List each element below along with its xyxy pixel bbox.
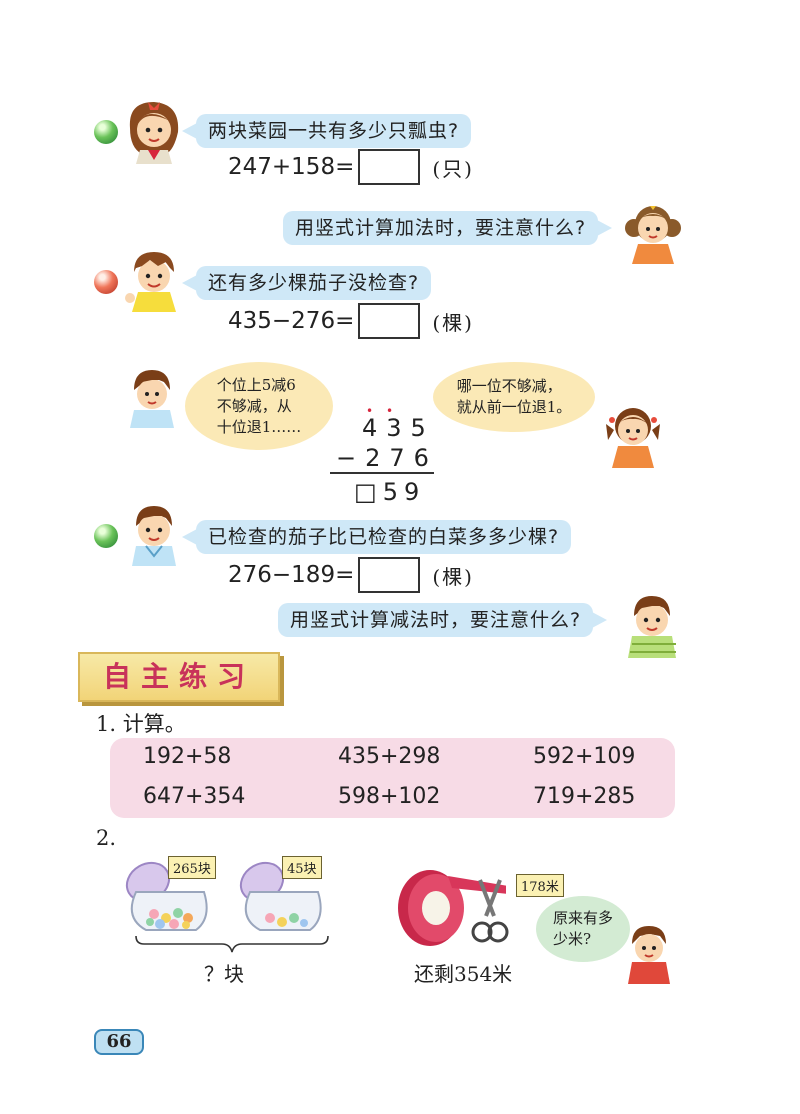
vertical-answer-box[interactable]: □ <box>354 478 383 506</box>
section-title-practice: 自主练习 <box>78 652 280 702</box>
vertical-row-3-wrap: □59 <box>354 478 425 506</box>
jar-2-tag: 45块 <box>282 856 322 879</box>
green-ball-icon <box>94 120 118 144</box>
tip-bubble-2: 用竖式计算减法时，要注意什么? <box>278 603 608 637</box>
hint-bubble-left: 个位上5减6 不够减，从 十位退1…… <box>185 362 333 450</box>
equation-1: 247+158= (只) <box>228 149 474 185</box>
tip-bubble-1: 用竖式计算加法时，要注意什么? <box>283 211 613 245</box>
scissors-icon <box>471 879 509 943</box>
jar-1-tag: 265块 <box>168 856 216 879</box>
candy-jar-icon <box>125 861 208 931</box>
vertical-row-1: 435 <box>362 414 435 442</box>
remaining-label: 还剩354米 <box>414 962 513 986</box>
exercise-item: 598+102 <box>338 784 441 809</box>
page-number: 66 <box>94 1029 144 1055</box>
hint-left-line-3: 十位退1…… <box>216 417 302 436</box>
exercise-1-panel <box>110 738 675 818</box>
hint-left-line-1: 个位上5减6 <box>216 375 296 394</box>
question-bubble-2: 还有多少棵茄子没检查? <box>181 266 432 300</box>
candy-jar-icon <box>239 861 322 931</box>
borrow-dot-icon: • <box>386 404 403 418</box>
question-line-2: 少米? <box>552 930 592 948</box>
borrow-dot-icon: • <box>366 404 383 418</box>
green-ball-icon <box>94 524 118 548</box>
ribbon-tag: 178米 <box>516 874 564 897</box>
boy-icon <box>125 252 176 312</box>
exercise-1-label: 1. 计算。 <box>96 712 186 736</box>
exercise-item: 719+285 <box>533 784 636 809</box>
red-ball-icon <box>94 270 118 294</box>
question-text-2: 还有多少棵茄子没检查? <box>208 272 420 294</box>
hint-left-line-2: 不够减，从 <box>216 396 292 415</box>
brace-label: ？块 <box>204 962 244 986</box>
equation-1-expr: 247+158= <box>228 154 355 180</box>
boy-icon <box>132 506 176 566</box>
answer-box-1[interactable] <box>358 149 421 185</box>
exercise-2-label: 2. <box>96 826 117 850</box>
vertical-calc: • • 435 <box>362 404 435 444</box>
exercise-item: 647+354 <box>143 784 246 809</box>
tip-text-2: 用竖式计算减法时，要注意什么? <box>290 609 582 631</box>
question-line-1: 原来有多 <box>552 909 613 927</box>
question-text-1: 两块菜园一共有多少只瓢虫? <box>208 120 460 142</box>
hint-right-line-2: 就从前一位退1。 <box>456 398 572 416</box>
exercise-item: 592+109 <box>533 744 636 769</box>
equation-2-unit: (棵) <box>432 310 474 335</box>
answer-box-2[interactable] <box>358 303 421 339</box>
question-text-3: 已检查的茄子比已检查的白菜多多少棵? <box>208 526 560 548</box>
boy-icon <box>628 596 676 658</box>
girl-icon <box>129 102 179 164</box>
ribbon-roll-icon <box>398 870 506 946</box>
vertical-row-2-wrap: −276 <box>336 444 438 472</box>
answer-box-3[interactable] <box>358 557 421 593</box>
brace-icon <box>135 935 329 953</box>
girl-icon <box>606 408 660 468</box>
exercise-item: 192+58 <box>143 744 232 769</box>
tip-text-1: 用竖式计算加法时，要注意什么? <box>295 217 587 239</box>
equation-1-unit: (只) <box>432 156 474 181</box>
question-bubble-green: 原来有多 少米? <box>536 896 630 962</box>
equation-2-expr: 435−276= <box>228 308 355 334</box>
exercise-item: 435+298 <box>338 744 441 769</box>
boy-icon <box>130 370 174 428</box>
girl-icon <box>625 206 681 264</box>
hint-bubble-right: 哪一位不够减， 就从前一位退1。 <box>433 362 595 432</box>
equation-3-expr: 276−189= <box>228 562 355 588</box>
boy-icon <box>628 926 670 984</box>
equation-2: 435−276= (棵) <box>228 303 474 339</box>
question-bubble-1: 两块菜园一共有多少只瓢虫? <box>181 114 472 148</box>
vertical-divider <box>330 472 434 474</box>
vertical-row-2: −276 <box>336 444 438 472</box>
question-bubble-3: 已检查的茄子比已检查的白菜多多少棵? <box>181 520 572 554</box>
hint-right-line-1: 哪一位不够减， <box>456 377 562 395</box>
equation-3: 276−189= (棵) <box>228 557 474 593</box>
vertical-row-3: 59 <box>382 478 426 506</box>
equation-3-unit: (棵) <box>432 564 474 589</box>
